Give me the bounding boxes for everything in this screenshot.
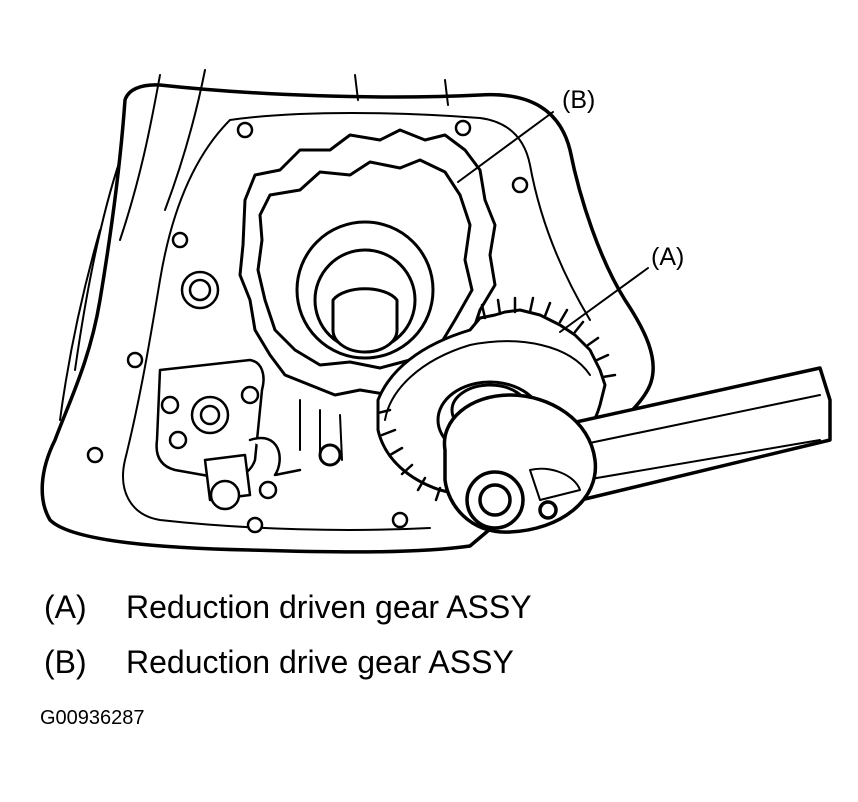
legend-key-b: (B) bbox=[44, 644, 87, 680]
leader-line-b bbox=[457, 111, 554, 183]
wrench-tool bbox=[442, 366, 832, 534]
legend-row-a: (A) Reduction driven gear ASSY bbox=[44, 591, 532, 623]
legend-label-b: Reduction drive gear ASSY bbox=[126, 644, 514, 680]
legend-row-b: (B) Reduction drive gear ASSY bbox=[44, 646, 514, 678]
leader-line-a bbox=[559, 267, 649, 333]
callout-label-a: (A) bbox=[651, 243, 685, 271]
legend-key-a: (A) bbox=[44, 589, 87, 625]
figure-id: G00936287 bbox=[40, 707, 145, 729]
housing-inner-rim bbox=[122, 112, 591, 531]
gear-assembly-illustration bbox=[40, 69, 832, 554]
valve-body bbox=[155, 358, 302, 511]
housing-bolts bbox=[86, 119, 529, 534]
housing-fins bbox=[59, 69, 449, 421]
reduction-drive-gear bbox=[238, 128, 497, 467]
legend-label-a: Reduction driven gear ASSY bbox=[126, 589, 532, 625]
callout-label-b: (B) bbox=[562, 86, 596, 114]
